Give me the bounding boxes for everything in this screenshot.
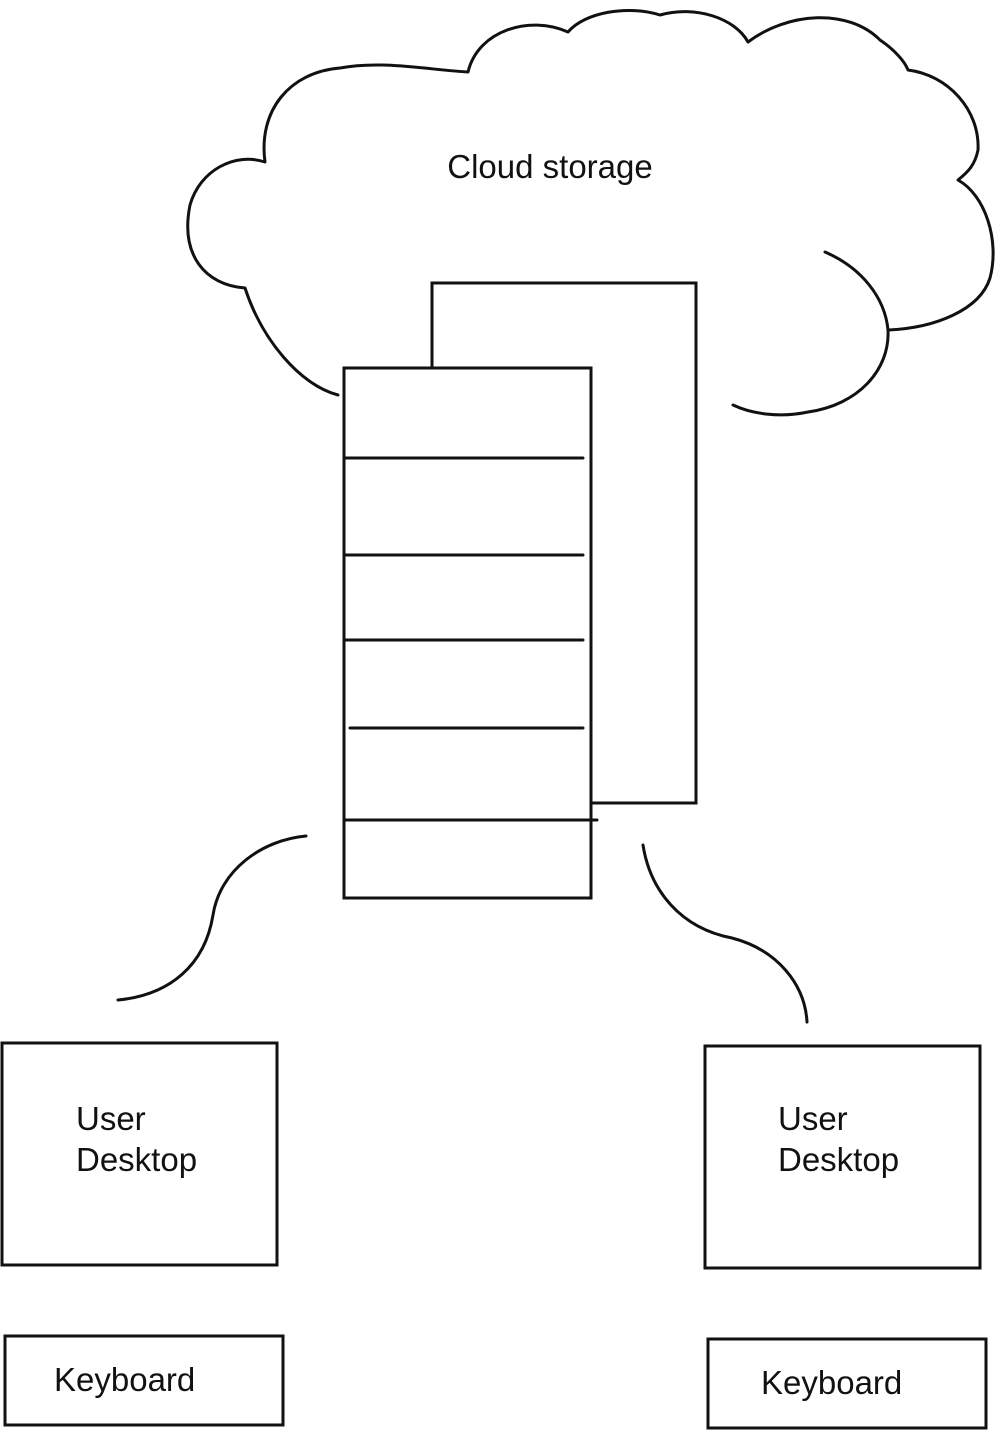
keyboard-right: Keyboard: [706, 1337, 988, 1430]
desktop-label-line1: User: [778, 1100, 848, 1137]
connection-line-right: [641, 843, 809, 1024]
keyboard-label: Keyboard: [54, 1361, 195, 1398]
keyboard-box: [706, 1337, 988, 1430]
server-front-panel: [342, 366, 593, 900]
desktop-label-line2: Desktop: [76, 1141, 197, 1178]
cloud-icon: Cloud storage: [186, 9, 995, 417]
desktop-box: [0, 1041, 279, 1267]
desktop-label-line2: Desktop: [778, 1141, 899, 1178]
server-rack-icon: [342, 281, 698, 900]
cloud-inner-arc: [823, 250, 890, 332]
keyboard-label: Keyboard: [761, 1364, 902, 1401]
keyboard-left: Keyboard: [3, 1334, 285, 1427]
cloud-outline: [186, 9, 995, 417]
desktop-label-line1: User: [76, 1100, 146, 1137]
cloud-label: Cloud storage: [447, 148, 652, 185]
desktop-box: [703, 1044, 982, 1270]
user-desktop-left: User Desktop: [0, 1041, 279, 1267]
user-desktop-right: User Desktop: [703, 1044, 982, 1270]
connection-line-left: [116, 834, 308, 1002]
keyboard-box: [3, 1334, 285, 1427]
